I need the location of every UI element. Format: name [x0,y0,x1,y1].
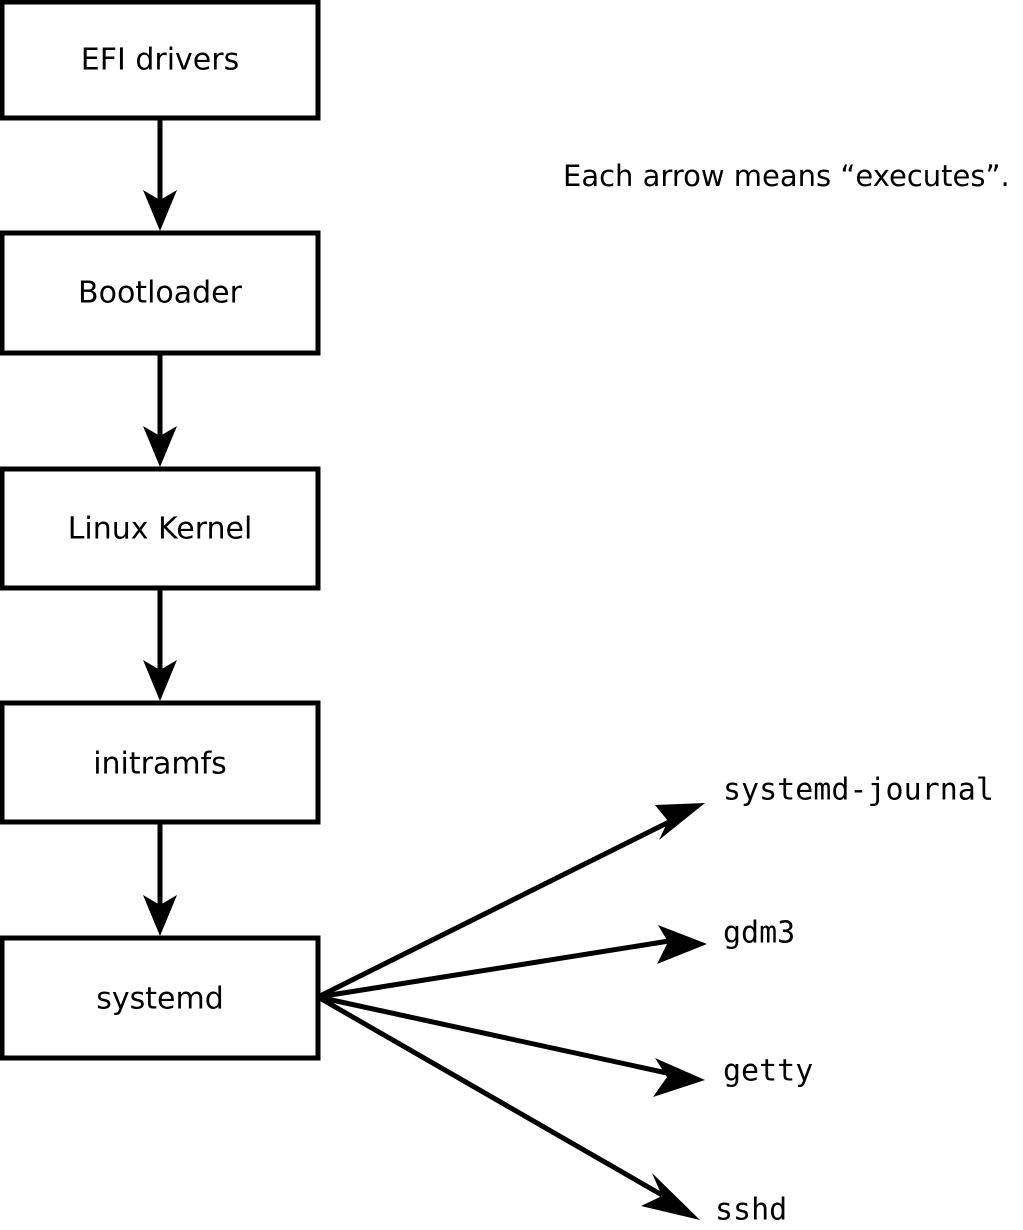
arrow-efi-to-bootloader-head [143,190,177,231]
box-efi-drivers-rect [0,0,321,121]
box-efi-drivers-label: EFI drivers [81,43,239,78]
arrow-systemd-to-getty-head [653,1058,705,1097]
box-bootloader[interactable]: Bootloader [0,230,321,356]
arrow-initramfs-to-systemd-head [143,895,177,936]
box-initramfs-rect [0,700,321,825]
arrow-systemd-to-systemd-journal-shaft [316,818,673,1000]
arrow-systemd-to-getty-shaft [317,994,668,1076]
arrow-bootloader-to-kernel-head [143,426,177,467]
arrow-systemd-to-getty [317,994,705,1097]
legend-text: Each arrow means “executes”. [563,159,1010,193]
arrow-systemd-to-sshd [316,994,700,1220]
arrow-systemd-to-systemd-journal-head [655,803,705,840]
arrow-systemd-to-sshd-shaft [316,994,664,1198]
arrow-systemd-to-gdm3-shaft [317,938,670,1000]
box-linux-kernel-label: Linux Kernel [68,512,253,547]
box-systemd-rect [0,935,321,1061]
leaf-label-systemd-journal: systemd-journal [723,773,994,808]
box-efi-drivers[interactable]: EFI drivers [0,0,321,121]
arrow-systemd-to-gdm3-head [657,925,707,964]
arrow-kernel-to-initramfs-head [143,660,177,701]
arrow-systemd-to-systemd-journal [316,803,705,1000]
arrow-kernel-to-initramfs [143,588,177,701]
arrow-efi-to-bootloader [143,118,177,231]
leaf-label-sshd: sshd [715,1193,787,1228]
leaf-label-gdm3: gdm3 [723,916,795,951]
box-systemd[interactable]: systemd [0,935,321,1061]
arrow-bootloader-to-kernel [143,353,177,467]
arrow-initramfs-to-systemd [143,822,177,936]
box-bootloader-label: Bootloader [78,276,243,311]
box-systemd-label: systemd [96,982,224,1017]
box-bootloader-rect [0,230,321,356]
arrow-systemd-to-gdm3 [317,925,707,1000]
box-initramfs[interactable]: initramfs [0,700,321,825]
leaf-label-getty: getty [723,1054,813,1089]
box-linux-kernel[interactable]: Linux Kernel [0,466,321,591]
box-initramfs-label: initramfs [93,747,227,782]
arrow-systemd-to-sshd-head [641,1173,700,1220]
